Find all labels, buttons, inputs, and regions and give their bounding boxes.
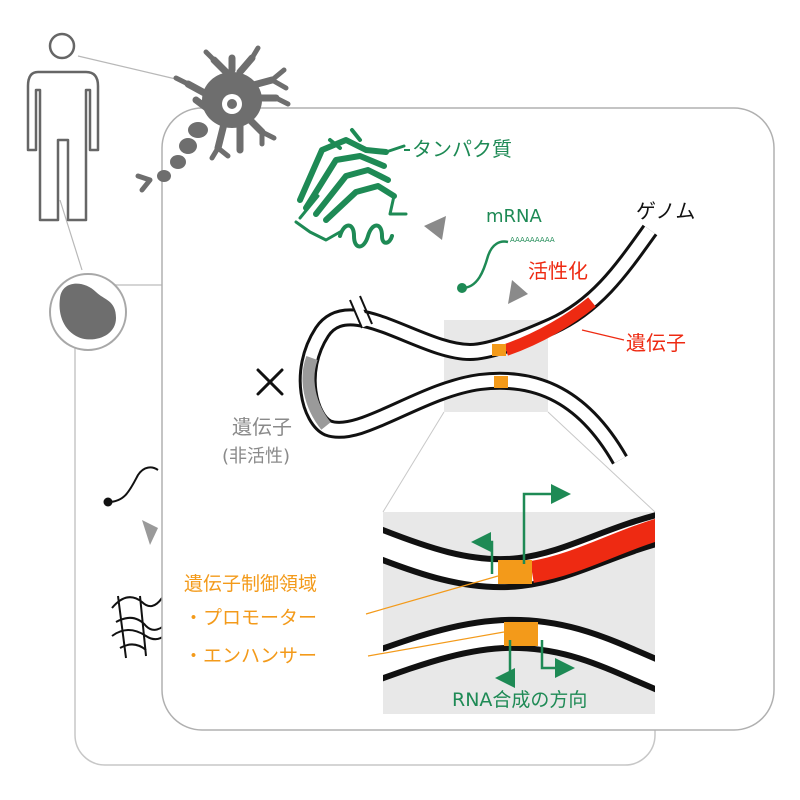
mrna-label: mRNA xyxy=(486,206,543,227)
zoom-guide-left xyxy=(382,411,445,513)
promoter-mark xyxy=(492,344,506,356)
enhancer-pointer xyxy=(367,631,505,657)
poly-a-tail-label: AAAAAAAAA xyxy=(510,236,555,244)
back-card-protein-icon xyxy=(111,595,171,659)
promoter-pointer xyxy=(365,575,499,615)
protein-synthesis-arrow-icon xyxy=(424,216,446,240)
promoter-label: ・プロモーター xyxy=(184,607,317,629)
enhancer-label: ・エンハンサー xyxy=(184,645,317,667)
strand-break-icon xyxy=(349,295,373,329)
person-icon xyxy=(26,32,100,222)
active-gene-label: 遺伝子 xyxy=(626,331,686,355)
rna-direction-label: RNA合成の方向 xyxy=(452,689,587,711)
cross-icon xyxy=(256,368,284,396)
cell-icon xyxy=(49,273,127,351)
active-gene-pointer xyxy=(581,329,625,341)
rna-direction-arrows xyxy=(471,484,575,688)
protein-label: タンパク質 xyxy=(412,137,512,161)
inactive-note-label: (非活性) xyxy=(222,446,290,467)
neuron-icon xyxy=(135,45,291,193)
inactive-gene-segment xyxy=(302,355,331,430)
protein-structure-icon xyxy=(294,128,408,249)
back-card-mrna-icon xyxy=(103,466,159,507)
activation-label: 活性化 xyxy=(528,259,588,283)
body-to-cell-line xyxy=(59,199,83,271)
inactive-gene-label: 遺伝子 xyxy=(232,415,292,439)
back-card-arrow-icon xyxy=(142,520,158,545)
transcription-arrow-icon xyxy=(508,280,528,304)
mrna-icon xyxy=(457,240,509,293)
active-gene-segment xyxy=(503,297,596,356)
zoom-panel-content xyxy=(383,512,655,693)
zoom-guide-right xyxy=(547,411,656,513)
genome-label: ゲノム xyxy=(636,199,695,223)
head-to-neuron-line xyxy=(77,55,181,81)
regulatory-region-label: 遺伝子制御領域 xyxy=(184,573,317,595)
enhancer-mark xyxy=(494,376,508,388)
